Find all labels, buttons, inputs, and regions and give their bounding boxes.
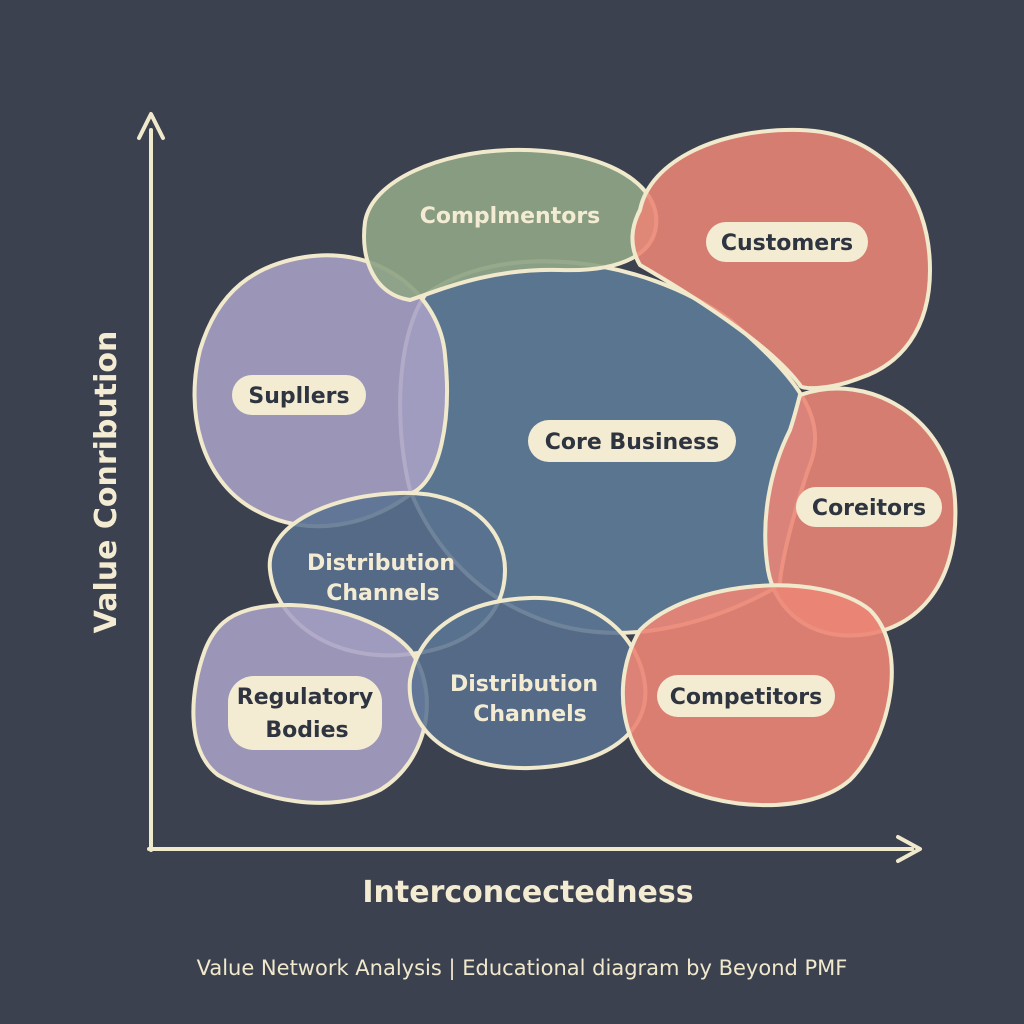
regulatory-bodies-label: Regulatory Bodies [228,676,382,750]
regulatory-bodies-line1: Regulatory [237,685,373,710]
distribution-channels-upper-label: Distribution Channels [307,551,455,606]
distribution-channels-lower-line2: Channels [473,702,587,727]
core-business-label: Core Business [528,420,736,462]
coreitors-label-text: Coreitors [812,496,926,521]
distribution-channels-lower-label: Distribution Channels [450,672,598,727]
distribution-channels-lower-line1: Distribution [450,672,598,697]
caption: Value Network Analysis | Educational dia… [197,956,848,981]
coreitors-label: Coreitors [796,487,942,527]
core-business-label-text: Core Business [545,430,720,455]
x-axis-label: Interconcectedness [362,875,693,910]
complementors-label: Complmentors [420,204,601,229]
axes [137,112,922,863]
competitors-label-text: Competitors [670,685,823,710]
regulatory-bodies-line2: Bodies [265,718,348,743]
suppliers-label-text: Supllers [248,384,349,409]
distribution-channels-upper-line2: Channels [326,581,440,606]
y-axis-label: Value Conribution [89,331,124,634]
x-axis-arrow-icon [896,835,922,863]
competitors-label: Competitors [657,675,835,717]
customers-label: Customers [706,222,868,262]
y-axis-arrow-icon [137,112,165,140]
suppliers-label: Supllers [232,375,366,415]
distribution-channels-upper-line1: Distribution [307,551,455,576]
customers-label-text: Customers [721,231,853,256]
